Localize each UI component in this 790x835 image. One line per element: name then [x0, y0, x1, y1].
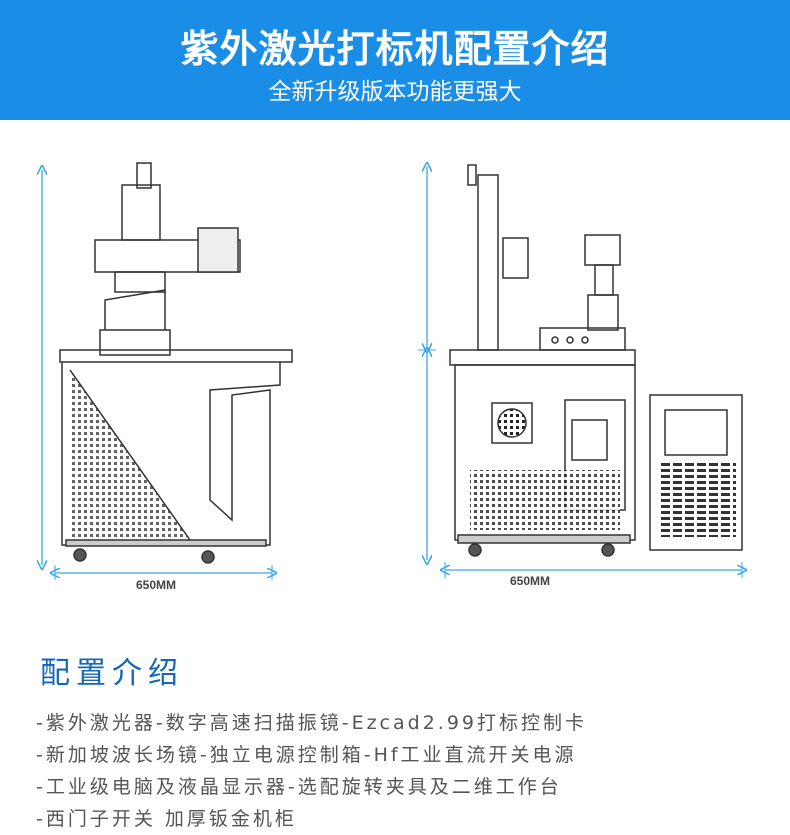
right-height-dimension: [418, 167, 436, 560]
page-title: 紫外激光打标机配置介绍: [180, 27, 610, 71]
machine-side-view: [59, 162, 293, 564]
page-subtitle: 全新升级版本功能更强大: [268, 79, 522, 105]
right-width-label: 650MM: [510, 574, 551, 588]
right-width-dimension: [445, 562, 742, 578]
left-width-dimension: [55, 565, 272, 580]
machine-front-view: [449, 164, 743, 557]
config-list: -紫外激光器-数字高速扫描振镜-Ezcad2.99打标控制卡 -新加坡波长场镜-…: [36, 707, 587, 835]
left-width-label: 650MM: [136, 578, 177, 592]
header-banner: 紫外激光打标机配置介绍 全新升级版本功能更强大: [0, 0, 790, 120]
config-section-title: 配置介绍: [40, 656, 184, 691]
machine-drawings: [0, 120, 790, 580]
config-item: -工业级电脑及液晶显示器-选配旋转夹具及二维工作台: [36, 776, 562, 798]
config-item: -紫外激光器-数字高速扫描振镜-Ezcad2.99打标控制卡: [36, 712, 588, 734]
config-item: -西门子开关 加厚钣金机柜: [36, 808, 297, 830]
config-item: -新加坡波长场镜-独立电源控制箱-Hf工业直流开关电源: [36, 744, 577, 766]
